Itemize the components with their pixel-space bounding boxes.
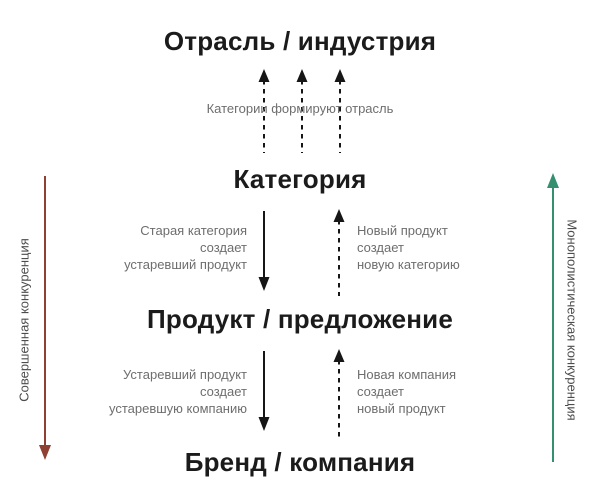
side-label-perfect-competition: Совершенная конкуренция (16, 238, 32, 402)
arrowhead-down-icon (258, 417, 270, 431)
brand-to-product-dashed-arrow (333, 349, 345, 437)
caption-old-category: Старая категория создает устаревший прод… (124, 223, 247, 272)
arrowhead-up-icon (258, 69, 270, 82)
arrowhead-up-icon (333, 209, 345, 222)
arrowhead-down-icon (258, 277, 270, 291)
caption-categories-form-industry: Категории формируют отрасль (206, 101, 394, 116)
level-title-brand: Бренд / компания (184, 447, 416, 477)
caption-new-company: Новая компания создает новый продукт (357, 367, 457, 416)
side-label-monopolistic-competition: Монополистическая конкуренция (564, 219, 580, 421)
product-to-category-dashed-arrow (333, 209, 345, 296)
category-to-product-solid-arrow (258, 211, 270, 291)
arrowhead-up-icon (334, 69, 346, 82)
caption-outdated-product: Устаревший продукт создает устаревшую ко… (108, 367, 247, 416)
arrowhead-up-icon (296, 69, 308, 82)
level-title-industry: Отрасль / индустрия (163, 26, 437, 56)
level-title-product: Продукт / предложение (147, 304, 453, 334)
caption-new-product: Новый продукт создает новую категорию (357, 223, 460, 272)
product-to-brand-solid-arrow (258, 351, 270, 431)
level-title-category: Категория (233, 164, 367, 194)
arrowhead-up-icon (333, 349, 345, 362)
